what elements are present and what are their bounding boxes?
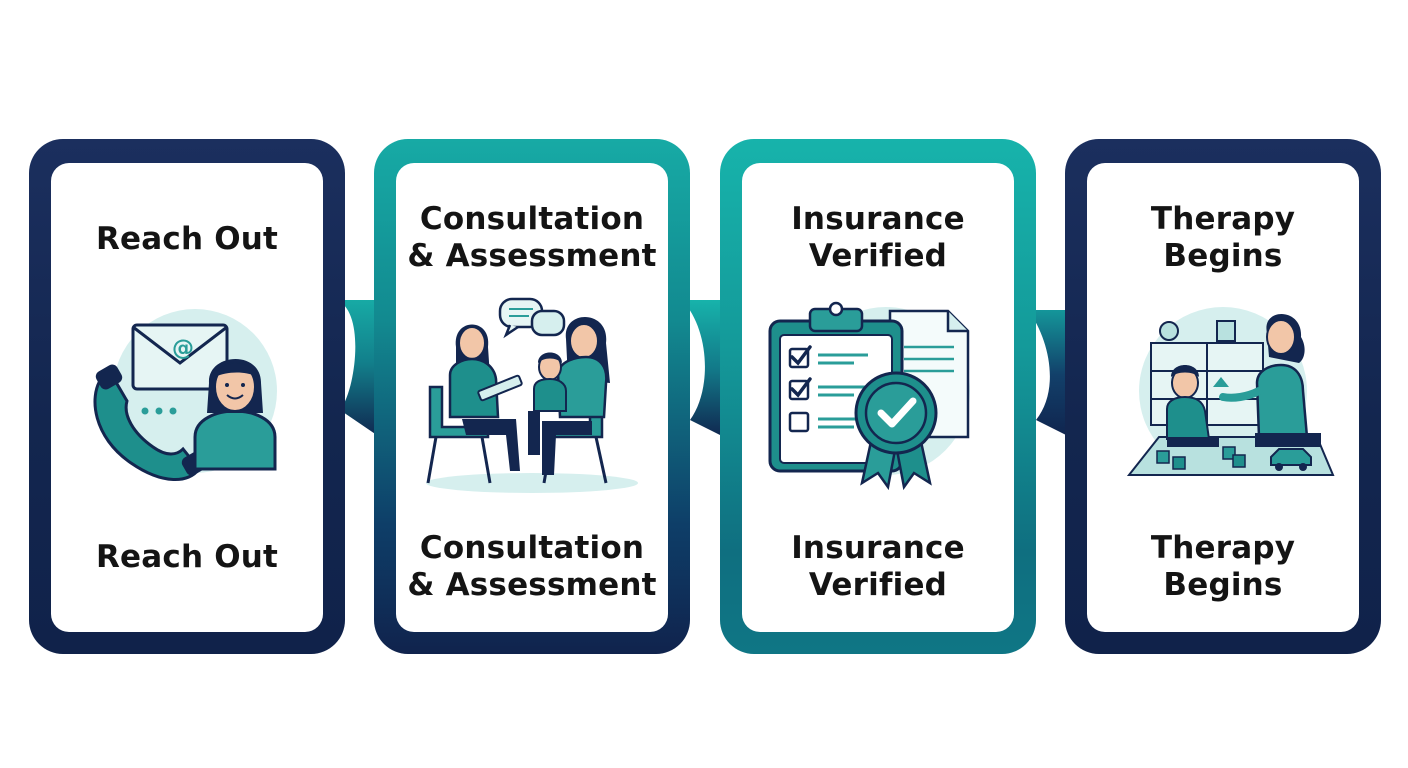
step-title-bottom: Reach Out	[95, 539, 279, 575]
insurance-checklist-icon	[768, 301, 970, 491]
phone-email-contact-icon: @	[93, 309, 277, 481]
step-title-bottom: Insurance Verified	[791, 530, 965, 603]
step-title-bottom: Therapy Begins	[1150, 530, 1296, 603]
connector-2-3	[682, 300, 730, 440]
connector-3-4	[1028, 310, 1076, 440]
step-card-inner: Reach Out @	[51, 163, 323, 632]
step-card-consultation: Consultation & Assessment	[374, 139, 690, 654]
step-title-top: Therapy Begins	[1150, 201, 1296, 274]
therapy-session-icon	[1126, 307, 1335, 476]
step-card-insurance: Insurance Verified	[720, 139, 1036, 654]
step-card-inner: Consultation & Assessment	[396, 163, 668, 632]
step-card-therapy: Therapy Begins	[1065, 139, 1381, 654]
step-card-inner: Insurance Verified	[742, 163, 1014, 632]
step-title-top: Consultation & Assessment	[407, 201, 657, 274]
step-card-inner: Therapy Begins	[1087, 163, 1359, 632]
svg-text:@: @	[172, 336, 194, 361]
step-title-bottom: Consultation & Assessment	[407, 530, 657, 603]
connector-1-2	[336, 300, 384, 440]
step-card-reach-out: Reach Out @	[29, 139, 345, 654]
step-title-top: Reach Out	[95, 221, 279, 257]
step-title-top: Insurance Verified	[791, 201, 965, 274]
consultation-assessment-icon	[426, 297, 638, 493]
